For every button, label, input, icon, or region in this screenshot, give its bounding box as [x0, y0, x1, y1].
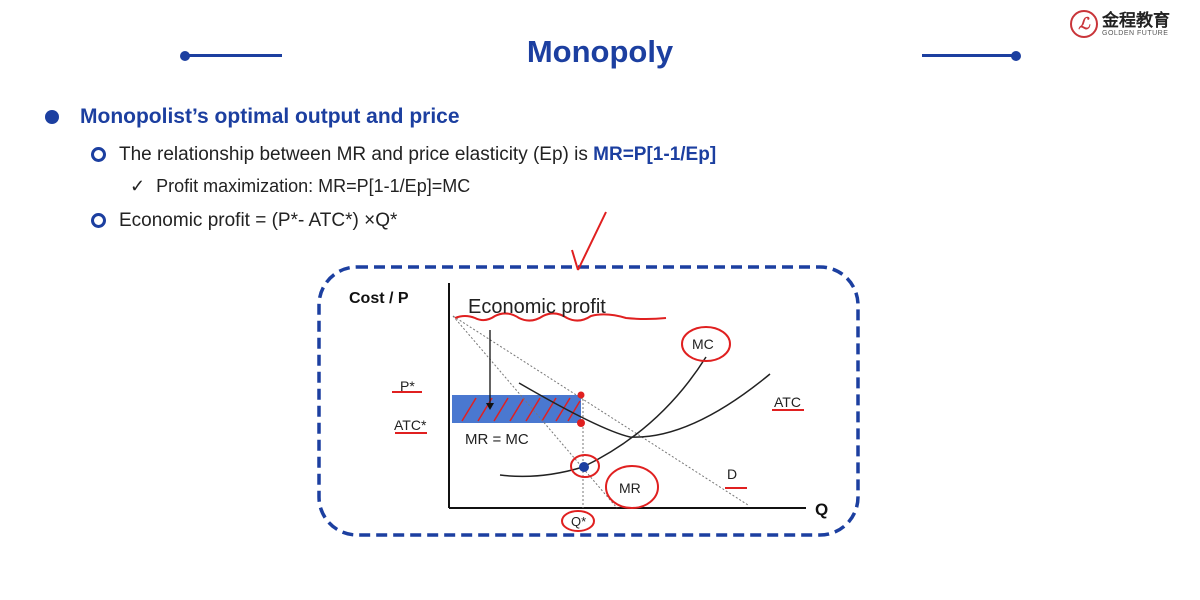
title-rule-right-dot — [1011, 51, 1021, 61]
title-rule-right — [922, 54, 1017, 57]
ring-bullet-icon — [91, 147, 106, 162]
diagram-frame — [317, 265, 860, 537]
check-icon: ✓ — [130, 176, 146, 196]
atc-curve — [518, 373, 771, 438]
atc-star-point — [577, 419, 585, 427]
atc-label: ATC — [774, 394, 801, 410]
y-axis-label: Cost / P — [349, 290, 409, 307]
q-star-label: Q* — [571, 514, 586, 529]
title-rule-left-dot — [180, 51, 190, 61]
item-text: The relationship between MR and price el… — [119, 144, 594, 165]
title-rule-left — [185, 54, 282, 57]
economic-profit-label: Economic profit — [468, 296, 606, 318]
item-text: Profit maximization: MR=P[1-1/Ep]=MC — [156, 176, 471, 196]
annotations — [392, 211, 804, 532]
page-title: Monopoly — [526, 34, 674, 69]
logo-en: GOLDEN FUTURE — [1102, 29, 1169, 37]
mc-curve — [499, 356, 707, 478]
logo-seal-icon: ℒ — [1070, 10, 1098, 38]
item-profit-max: ✓ Profit maximization: MR=P[1-1/Ep]=MC — [130, 176, 470, 197]
item-mr-elasticity: The relationship between MR and price el… — [119, 144, 716, 166]
atc-star-label: ATC* — [394, 417, 427, 433]
mr-mc-point — [579, 462, 589, 472]
logo-cn: 金程教育 — [1102, 10, 1170, 30]
arrow-head-icon — [486, 403, 494, 410]
logo: ℒ 金程教育 GOLDEN FUTURE — [1070, 10, 1170, 38]
x-axis-label: Q — [815, 500, 828, 519]
d-label: D — [727, 466, 737, 482]
ring-bullet-icon — [91, 213, 106, 228]
item-economic-profit: Economic profit = (P*- ATC*) ×Q* — [119, 210, 398, 231]
section-heading: Monopolist’s optimal output and price — [80, 105, 460, 128]
p-star-label: P* — [400, 378, 415, 394]
mr-label: MR — [619, 480, 641, 496]
mr-eq-mc-label: MR = MC — [465, 431, 529, 448]
mc-label: MC — [692, 336, 714, 352]
bullet-icon — [45, 110, 59, 124]
formula: MR=P[1-1/Ep] — [593, 144, 717, 165]
p-star-point — [577, 391, 585, 399]
